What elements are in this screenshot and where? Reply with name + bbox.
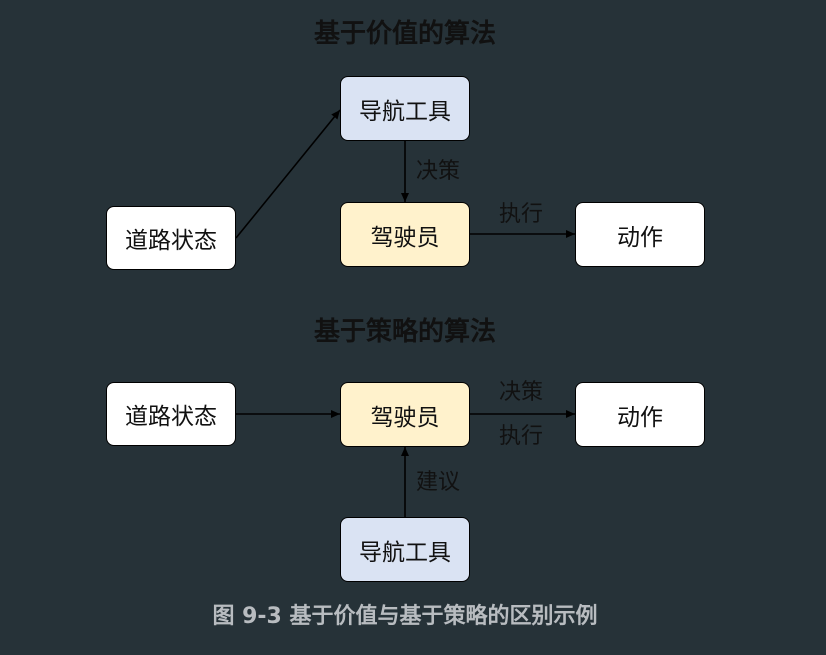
d1-label-decide: 决策 xyxy=(416,159,461,184)
d1-node-road-state: 道路状态 xyxy=(106,206,236,270)
d2-label-suggest: 建议 xyxy=(416,470,461,495)
d2-node-driver: 驾驶员 xyxy=(340,382,470,447)
d2-label-decide: 决策 xyxy=(499,380,544,405)
diagram1-title: 基于价值的算法 xyxy=(313,19,496,49)
diagram2-title: 基于策略的算法 xyxy=(313,317,496,347)
d2-label-execute: 执行 xyxy=(499,424,544,449)
d1-node-action: 动作 xyxy=(575,202,705,267)
d2-node-road-state: 道路状态 xyxy=(106,382,236,446)
figure-caption: 图 9-3 基于价值与基于策略的区别示例 xyxy=(212,604,598,629)
d2-node-action: 动作 xyxy=(575,382,705,447)
edge-road-to-nav xyxy=(235,109,341,239)
d1-node-driver: 驾驶员 xyxy=(340,202,470,267)
d2-node-nav-tool: 导航工具 xyxy=(340,517,470,582)
d1-node-nav-tool: 导航工具 xyxy=(340,76,470,141)
d1-label-execute: 执行 xyxy=(499,202,544,227)
